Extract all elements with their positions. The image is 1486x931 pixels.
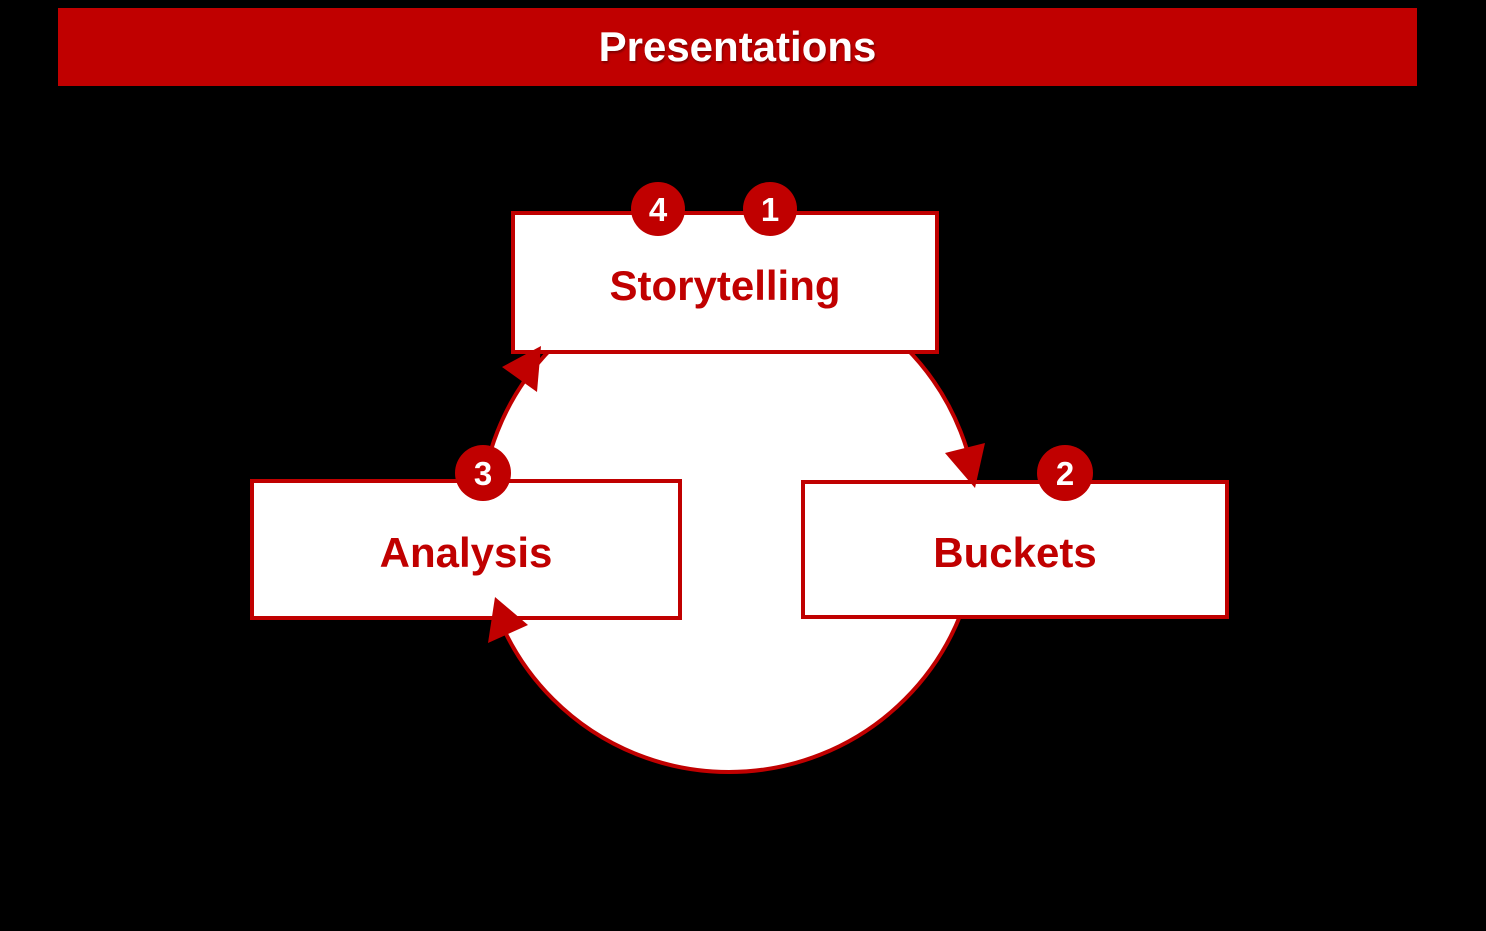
- badge-step-2: 2: [1037, 445, 1093, 501]
- badge-step-3: 3: [455, 445, 511, 501]
- badge-step-2-number: 2: [1056, 455, 1074, 492]
- arrowhead-bottom-to-analysis-icon: [488, 597, 528, 643]
- arrowhead-storytelling-to-buckets-icon: [945, 443, 985, 488]
- node-storytelling-label: Storytelling: [609, 262, 840, 309]
- badge-step-4-circle: [631, 182, 685, 236]
- header-bar: Presentations: [58, 8, 1417, 86]
- badge-step-4-number: 4: [649, 191, 668, 228]
- node-storytelling-box: [511, 211, 939, 354]
- badge-step-1: 1: [743, 182, 797, 236]
- node-buckets-label: Buckets: [933, 529, 1096, 576]
- badge-step-2-circle: [1037, 445, 1093, 501]
- header-title: Presentations: [598, 23, 877, 70]
- badge-step-4: 4: [631, 182, 685, 236]
- badge-step-1-circle: [743, 182, 797, 236]
- badge-step-3-number: 3: [474, 455, 492, 492]
- badge-step-1-number: 1: [761, 191, 779, 228]
- node-analysis-box: [250, 479, 682, 620]
- badge-step-3-circle: [455, 445, 511, 501]
- node-analysis-label: Analysis: [380, 529, 553, 576]
- arrowhead-analysis-to-storytelling-icon: [502, 346, 541, 392]
- node-buckets-box: [801, 480, 1229, 619]
